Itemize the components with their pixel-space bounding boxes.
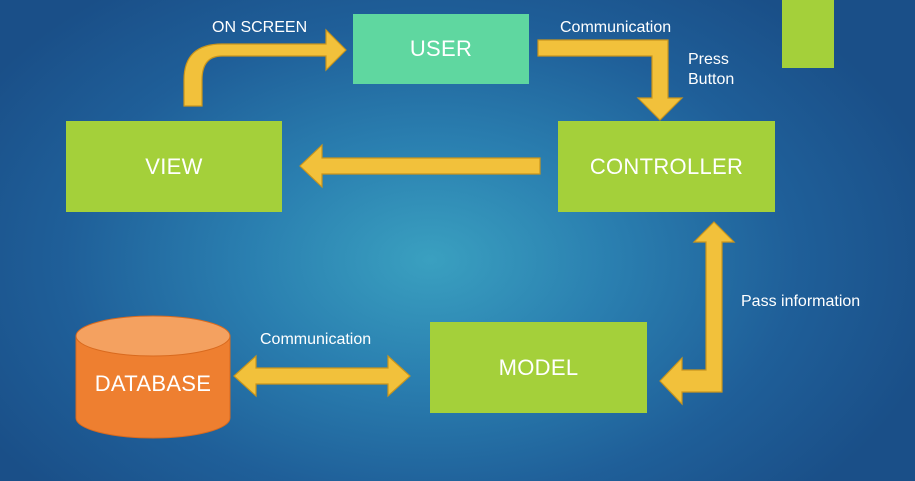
- view-label: VIEW: [145, 153, 203, 179]
- press-label: Press: [688, 51, 729, 68]
- accent-rectangle: [782, 0, 834, 68]
- user-label: USER: [409, 36, 473, 61]
- database-box: DATABASE: [76, 358, 230, 410]
- button-label: Button: [688, 71, 735, 88]
- model-box: MODEL: [430, 322, 647, 413]
- user-box: USER: [353, 14, 529, 84]
- arrow-controller-to-view: [299, 143, 541, 189]
- view-box: VIEW: [66, 121, 282, 212]
- pass-information-label: Pass information: [741, 293, 861, 310]
- database-label: DATABASE: [94, 371, 212, 396]
- arrow-user-to-controller: [537, 39, 684, 121]
- controller-box: CONTROLLER: [558, 121, 775, 212]
- controller-label: CONTROLLER: [589, 153, 744, 179]
- arrow-database-model: [233, 354, 411, 398]
- user-communication-label: Communication: [560, 19, 672, 36]
- arrow-model-controller: [659, 221, 736, 406]
- arrow-view-to-user: [183, 28, 347, 107]
- on-screen-label: ON SCREEN: [212, 19, 308, 36]
- db-communication-label: Communication: [260, 331, 372, 348]
- model-label: MODEL: [498, 354, 579, 380]
